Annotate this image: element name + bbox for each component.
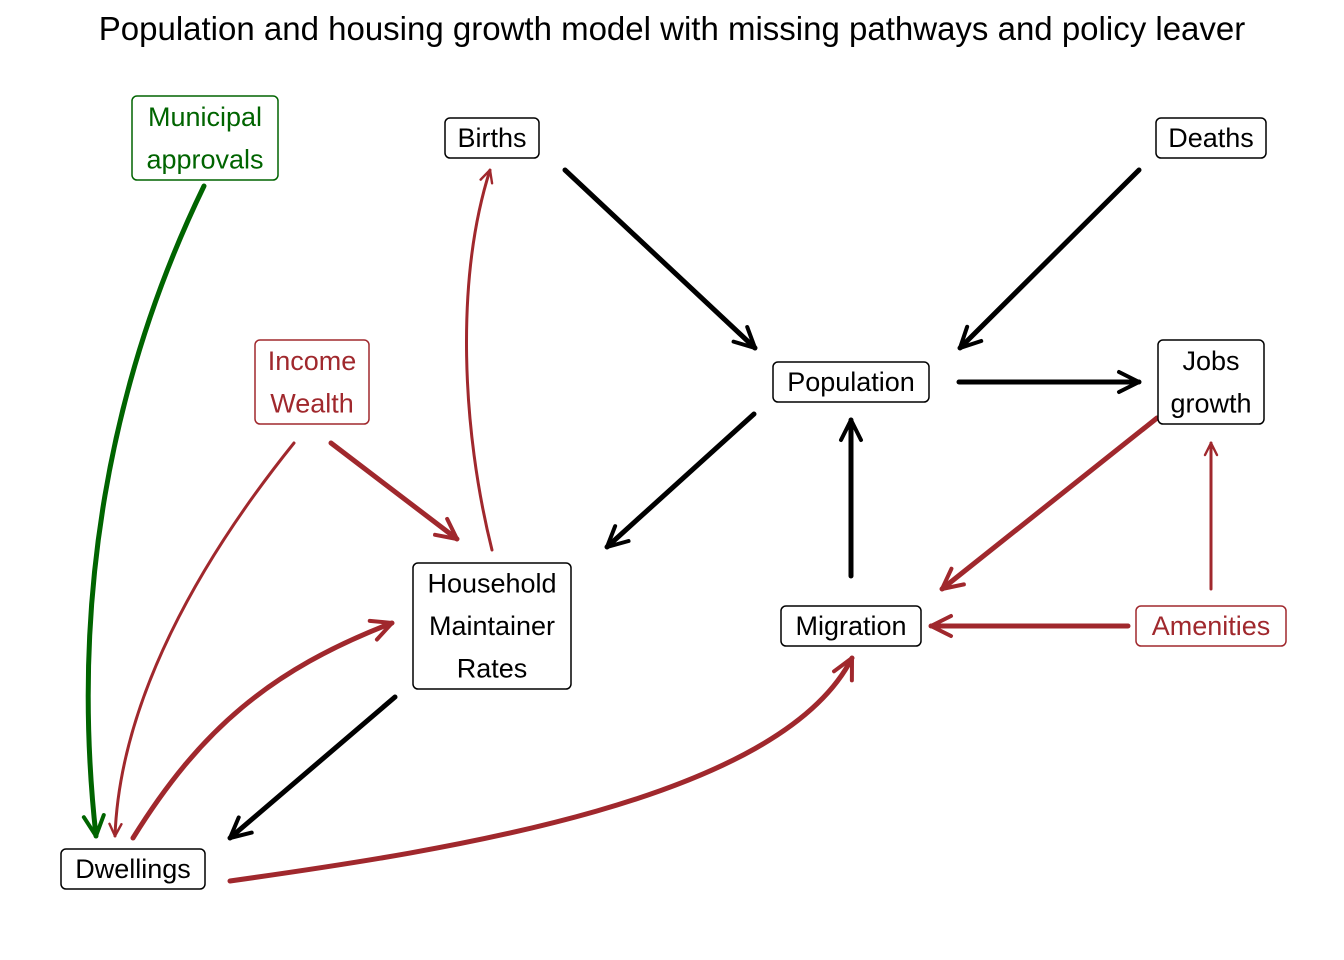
edge-population-to-household [604,411,757,550]
edge-births-to-population [562,167,758,351]
node-label-income-line-1: Income [268,346,357,376]
node-box-dwellings [60,848,206,890]
node-label-amenities-line-1: Amenities [1152,611,1271,641]
nodes-layer: Municipal approvals Births DeathsIncomeWeal… [60,95,1287,890]
edge-household-to-births [465,168,494,552]
node-deaths: Deaths [1155,117,1267,159]
diagram-title: Population and housing growth model with… [99,10,1246,47]
node-amenities: Amenities [1135,605,1287,647]
node-births: Births [444,117,540,159]
edge-income-to-household [328,440,460,542]
edge-municipal-to-dwellings [81,183,207,839]
node-label-income-line-2: Wealth [270,388,354,418]
node-label-dwellings-line-1: Dwellings [75,854,191,884]
node-population: Population [772,361,930,403]
node-box-jobs [1157,339,1265,425]
node-label-household-line-1: Household [427,569,556,599]
node-label-births-line-1: Births [457,123,526,153]
node-box-births [444,117,540,159]
node-label-municipal-line-2: approvals [146,144,263,174]
node-box-deaths [1155,117,1267,159]
node-box-migration [780,605,922,647]
edge-dwellings-to-migration [227,655,855,884]
node-label-municipal-line-1: Municipal [148,102,262,132]
node-migration: Migration [780,605,922,647]
node-label-household-line-2: Maintainer [429,611,555,641]
node-label-jobs-line-1: Jobs [1182,346,1239,376]
edge-jobs-to-migration [939,415,1160,592]
node-box-population [772,361,930,403]
node-jobs: Jobs growth [1157,339,1265,425]
edge-deaths-to-population [957,167,1142,351]
edges-layer [81,167,1219,884]
node-label-deaths-line-1: Deaths [1168,123,1254,153]
node-box-income [254,339,370,425]
node-label-population-line-1: Population [787,367,915,397]
edge-income-to-dwellings [108,441,296,838]
node-label-migration-line-1: Migration [795,611,906,641]
node-box-amenities [1135,605,1287,647]
node-municipal: Municipal approvals [131,95,279,181]
node-dwellings: Dwellings [60,848,206,890]
node-box-municipal [131,95,279,181]
edge-household-to-dwellings [227,694,398,841]
node-label-household-line-3: Rates [457,654,528,684]
node-box-household [412,562,572,690]
edge-dwellings-to-household [130,618,395,841]
node-label-jobs-line-2: growth [1170,388,1251,418]
